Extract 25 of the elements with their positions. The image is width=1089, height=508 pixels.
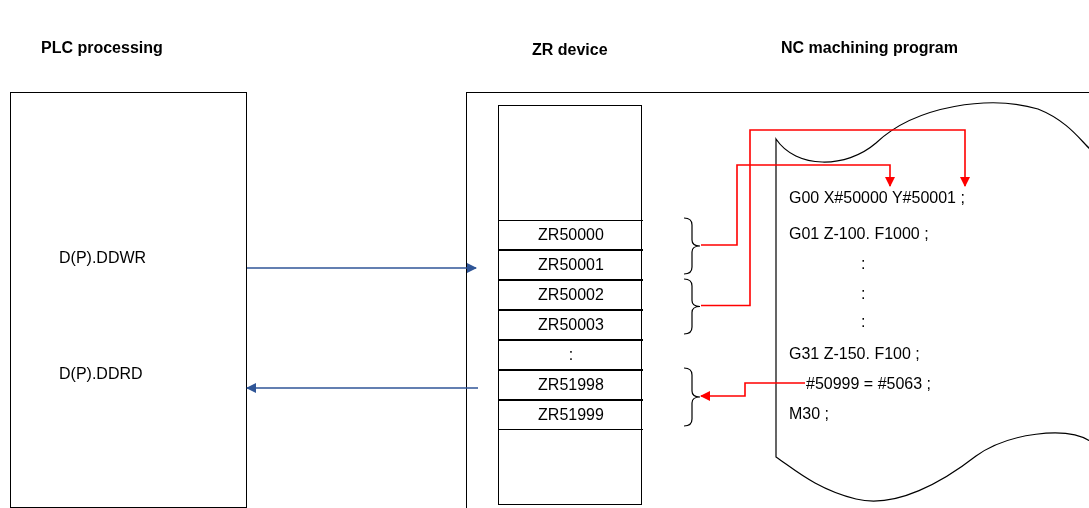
table-heading: ZR device <box>532 40 608 60</box>
panel-heading: PLC processing <box>41 38 163 58</box>
program-line: G00 X#50000 Y#50001 ; <box>789 189 965 206</box>
arrow <box>246 383 479 393</box>
arrow <box>700 382 806 401</box>
arrow <box>700 129 970 307</box>
arrow <box>246 263 477 273</box>
device-address: ZR51999 <box>538 406 604 423</box>
program-line: G01 Z-100. F1000 ; <box>789 225 929 242</box>
program-line: G31 Z-150. F100 ; <box>789 345 920 362</box>
instruction-text: D(P).DDRD <box>59 365 143 382</box>
arrow <box>700 164 895 246</box>
device-address: ZR50003 <box>538 316 604 333</box>
instruction-text: D(P).DDWR <box>59 249 147 266</box>
device-address: ZR51998 <box>538 376 604 393</box>
program-heading: NC machining program <box>781 38 958 58</box>
program-line: : <box>861 255 866 272</box>
device-address: ZR50000 <box>538 226 604 243</box>
program-line: M30 ; <box>789 405 829 422</box>
device-address: : <box>568 346 574 363</box>
program-line: : <box>861 313 866 330</box>
program-line: : <box>861 285 866 302</box>
device-address: ZR50001 <box>538 256 604 273</box>
program-line: #50999 = #5063 ; <box>806 375 931 392</box>
device-address: ZR50002 <box>538 286 604 303</box>
